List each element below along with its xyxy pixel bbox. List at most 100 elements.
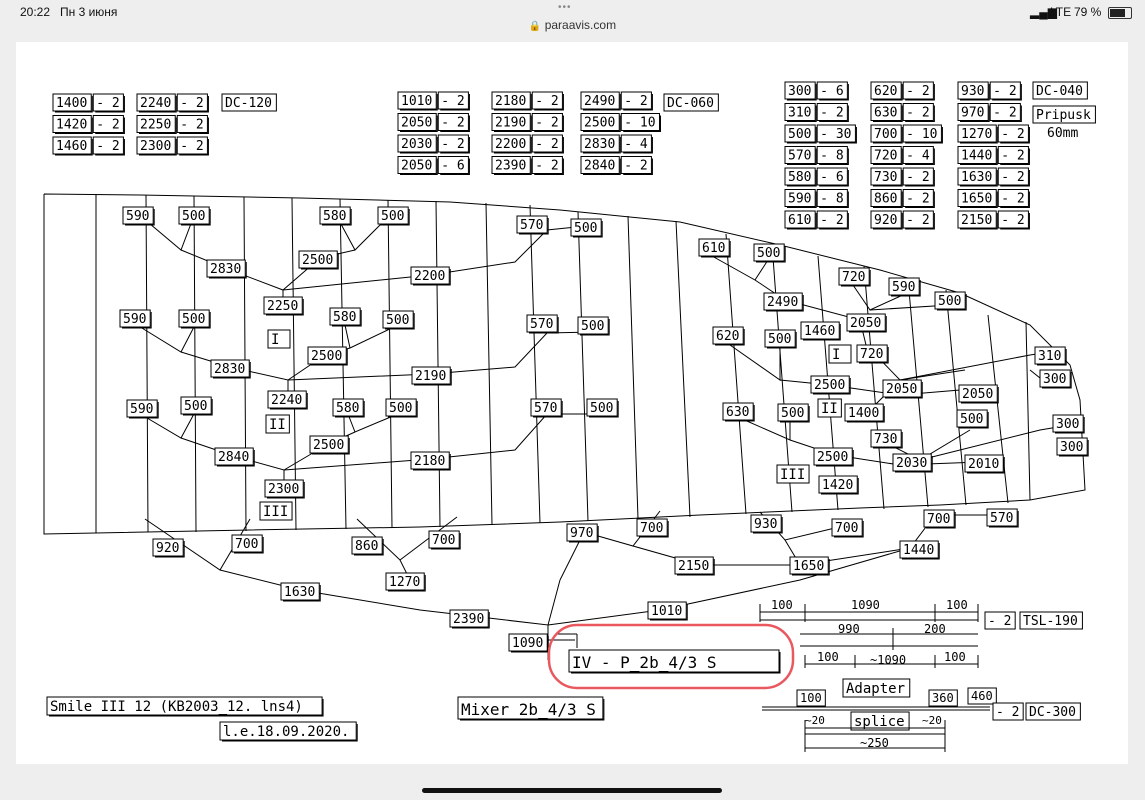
svg-text:700: 700 [640,521,663,536]
svg-text:500: 500 [381,209,404,224]
count-table-qty: - 2 [902,103,935,122]
svg-text:2010: 2010 [968,457,999,472]
count-table-qty: - 2 [620,91,653,111]
count-table-size: 2490 [580,91,621,111]
svg-text:500: 500 [960,412,983,427]
svg-text:970: 970 [570,526,593,541]
lower-line-label: 1010 [647,601,688,621]
count-table-size: 630 [870,103,903,122]
svg-text:2150: 2150 [961,213,992,228]
svg-text:2240: 2240 [140,96,171,111]
svg-text:2830: 2830 [210,262,241,277]
canopy-bottom-label: 1420 [818,475,859,495]
count-table-size: 2150 [957,210,998,230]
count-table-qty: - 2 [997,210,1030,230]
svg-text:1270: 1270 [389,575,420,590]
dimension-text: 100 [817,650,839,664]
count-table-size: 2030 [397,134,438,154]
svg-text:2200: 2200 [414,269,445,284]
count-table-qty: - 4 [620,134,653,154]
canopy-right-label: 310 [1034,346,1067,366]
svg-text:500: 500 [781,406,804,421]
count-table-qty: - 2 [531,134,564,154]
svg-text:- 10: - 10 [906,127,937,142]
canopy-top-label: 590 [888,277,921,297]
count-table-size: 1630 [957,167,998,187]
svg-text:700: 700 [432,533,455,548]
svg-text:2500: 2500 [302,253,333,268]
canopy-rib [1025,321,1031,501]
splice-label: splice [850,711,910,731]
count-table-qty: - 2 [92,115,125,134]
svg-text:460: 460 [971,689,993,703]
count-table-size: 970 [957,103,990,122]
svg-text:500: 500 [389,401,412,416]
svg-text:- 2: - 2 [535,159,558,174]
address-bar[interactable]: 🔒 paraavis.com [0,18,1145,40]
count-table-size: 2300 [136,136,177,156]
svg-text:- 10: - 10 [624,116,655,131]
svg-text:- 2: - 2 [535,94,558,109]
svg-text:1010: 1010 [651,604,682,619]
svg-text:2180: 2180 [495,94,526,109]
tsl-count: - 2 [984,611,1016,630]
count-table-size: 1650 [957,189,998,208]
svg-text:Mixer 2b_4/3 S: Mixer 2b_4/3 S [461,700,596,719]
count-table-size: 720 [870,146,903,165]
svg-text:- 2: - 2 [624,94,647,109]
lower-line-label: 700 [831,518,864,538]
svg-text:1630: 1630 [961,170,992,185]
canopy-top-label: 500 [570,218,603,238]
svg-text:2180: 2180 [414,454,445,469]
canopy-rib [435,200,441,528]
svg-text:970: 970 [961,106,984,121]
canopy-row3-label: 500 [777,403,810,423]
suspension-line [282,225,587,291]
svg-text:1090: 1090 [512,636,543,651]
svg-text:1460: 1460 [56,139,87,154]
canopy-row2-mid-label: 2500 [307,346,348,366]
adapter-label: Adapter [842,678,911,698]
svg-text:500: 500 [581,319,604,334]
svg-text:590: 590 [892,280,915,295]
svg-text:- 2: - 2 [535,116,558,131]
count-table-size: 2200 [491,134,532,154]
count-table-qty: - 2 [902,210,935,230]
count-table-size: 2390 [491,156,532,175]
count-table-qty: - 2 [531,156,564,175]
svg-text:- 2: - 2 [906,192,929,207]
count-table-size: 1010 [397,91,438,111]
adapter-count: - 2 [992,702,1024,721]
count-table-qty: - 30 [816,124,857,144]
canopy-row2-label: 720 [856,344,889,364]
svg-text:- 8: - 8 [820,192,843,207]
svg-text:700: 700 [835,521,858,536]
row-roman-label: II [265,414,290,434]
row-roman-label: III [259,501,293,521]
lower-line-label: 700 [231,534,264,554]
svg-text:- 2: - 2 [993,106,1016,121]
svg-text:III: III [780,467,805,483]
svg-text:590: 590 [126,209,149,224]
canopy-mid-label: 2250 [263,296,304,316]
lower-line-label: 1630 [280,582,321,602]
svg-text:2240: 2240 [271,393,302,408]
count-table-qty: - 10 [902,124,943,144]
svg-text:500: 500 [574,221,597,236]
canopy-top-label: 500 [934,291,967,311]
count-table-qty: - 2 [531,113,564,132]
svg-text:- 6: - 6 [441,159,464,174]
more-dots-icon[interactable]: ••• [558,2,572,13]
svg-text:2190: 2190 [415,369,446,384]
svg-text:610: 610 [702,241,725,256]
svg-text:TSL-190: TSL-190 [1023,614,1078,629]
lower-line-label: 860 [351,536,384,556]
canopy-row2-label: 500 [382,310,415,330]
svg-text:- 2: - 2 [441,137,464,152]
svg-text:II: II [269,417,286,433]
svg-text:2150: 2150 [678,559,709,574]
count-table-qty: - 2 [816,103,849,122]
svg-text:1420: 1420 [822,478,853,493]
svg-text:500: 500 [938,294,961,309]
svg-text:730: 730 [874,432,897,447]
